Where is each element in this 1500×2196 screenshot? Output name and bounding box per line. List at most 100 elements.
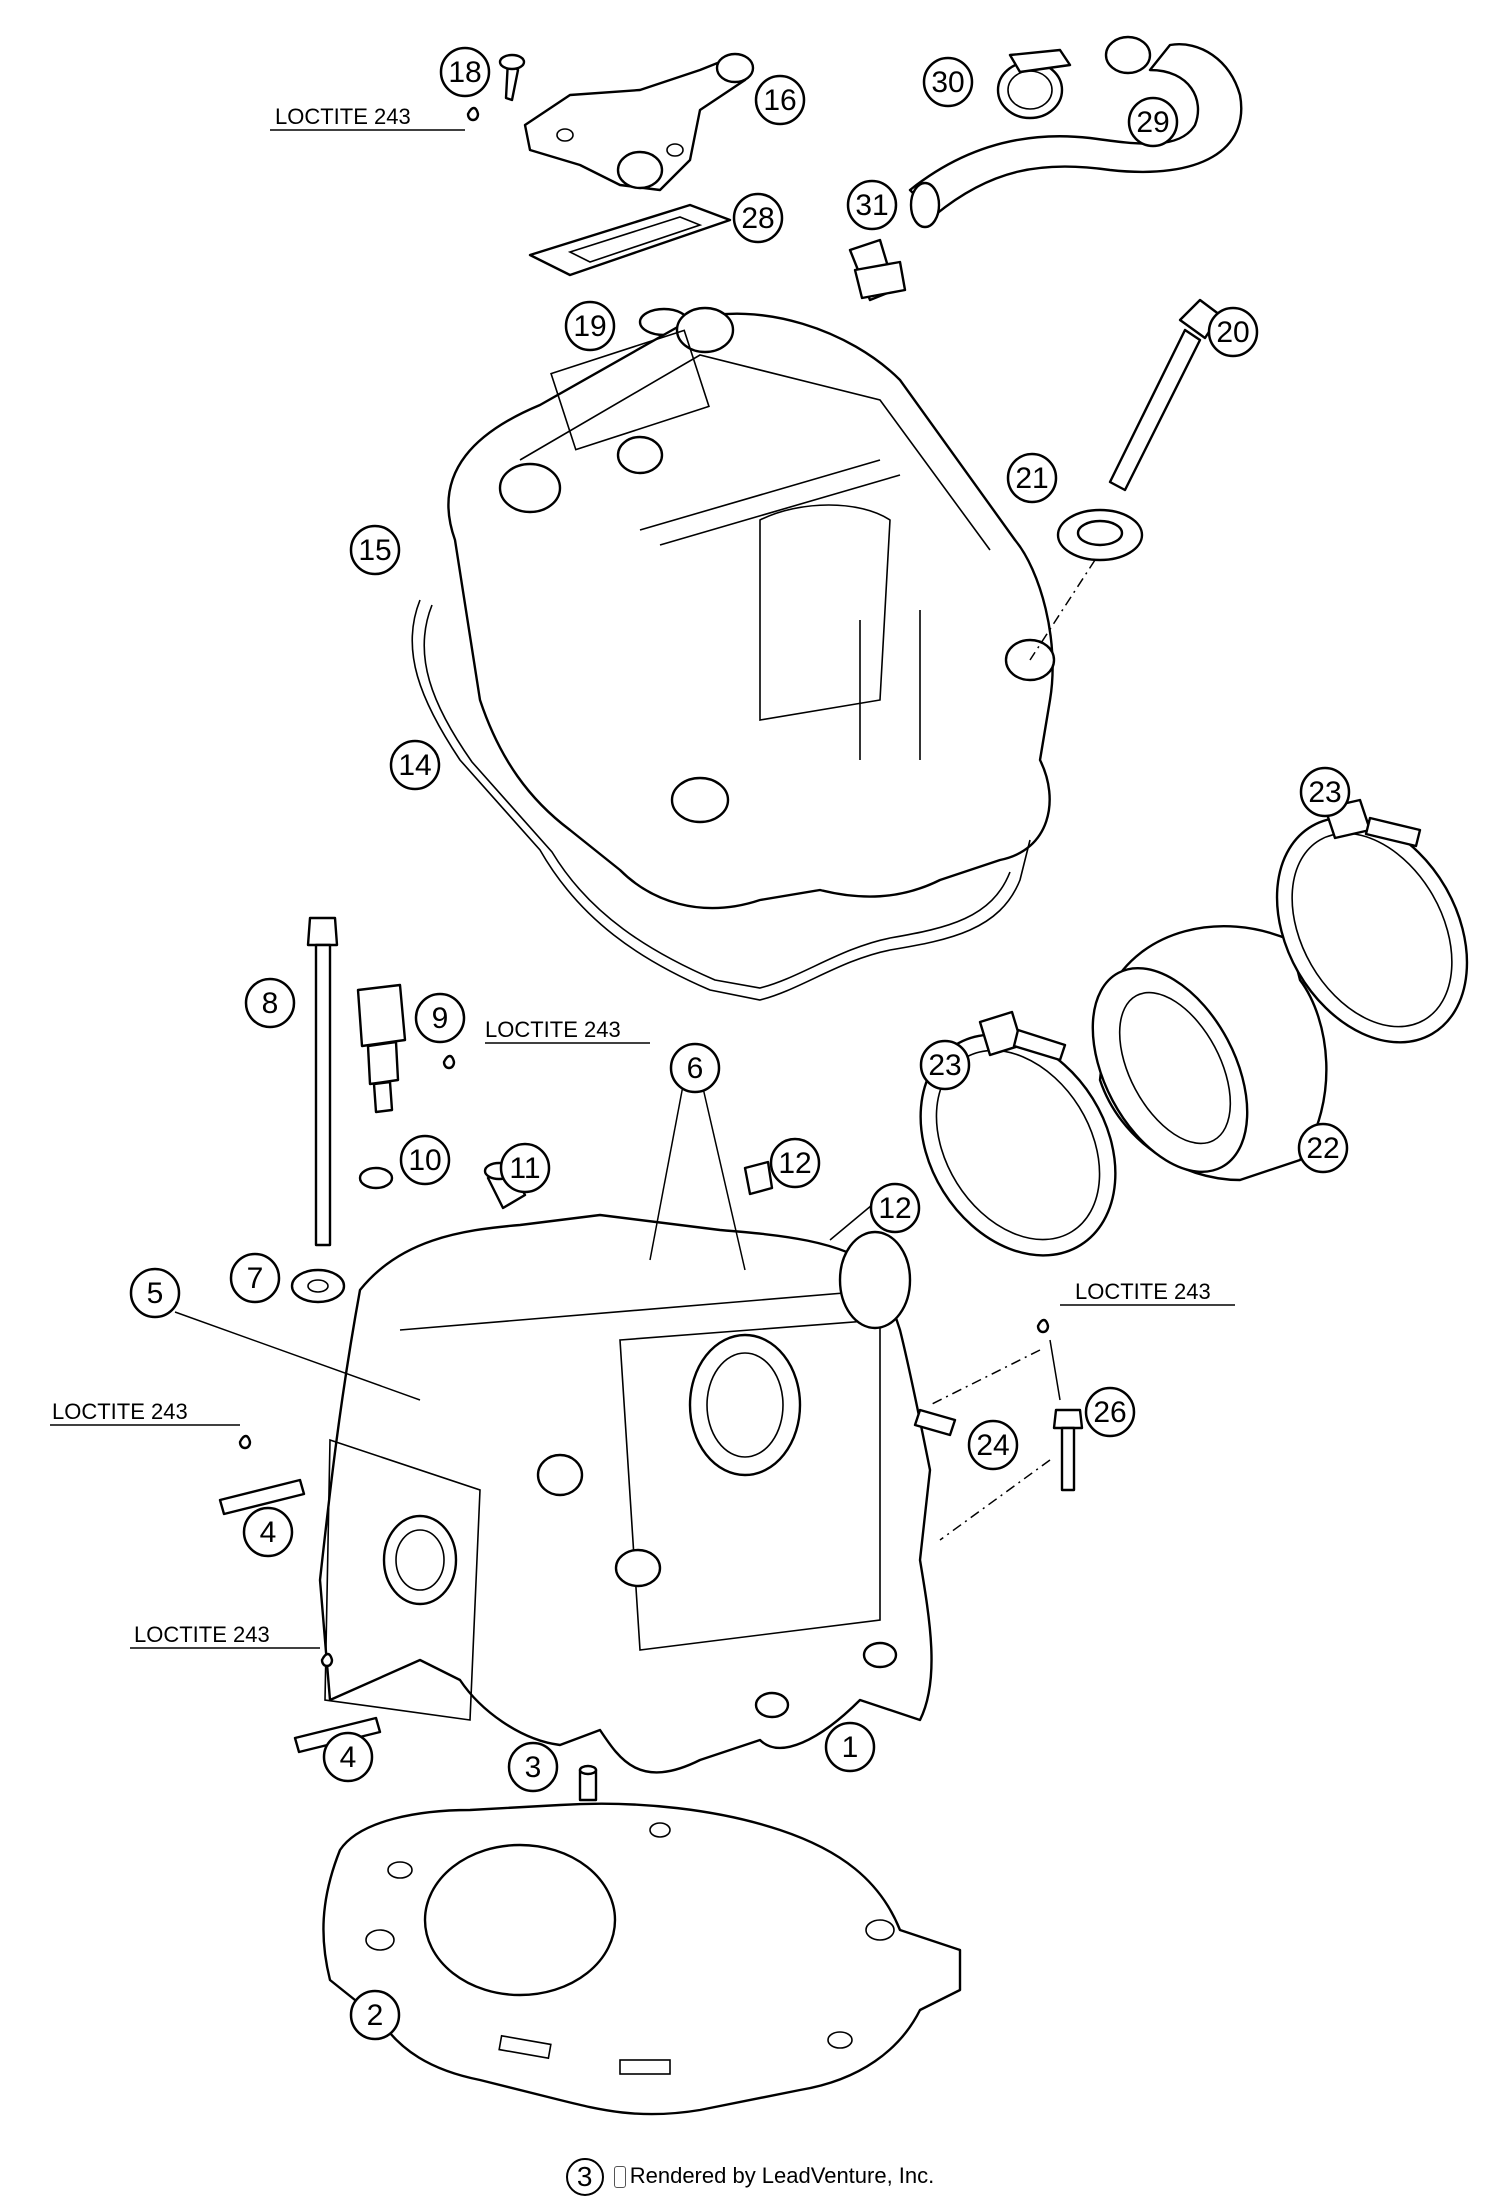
- loctite-note-5: LOCTITE 243: [1075, 1279, 1211, 1304]
- plug-12: [743, 1160, 774, 1196]
- callout-16: 16: [754, 74, 806, 126]
- callout-circle: [349, 1989, 401, 2041]
- callout-circle: [1207, 306, 1259, 358]
- callout-circle: [389, 739, 441, 791]
- callout-circle: [507, 1741, 559, 1793]
- callout-26: 26: [1084, 1386, 1136, 1438]
- callout-circle: [244, 977, 296, 1029]
- callout-label: 30: [931, 66, 964, 99]
- cylinder-head: [318, 1213, 933, 1774]
- callout-label: 16: [763, 84, 796, 117]
- callout-label: 10: [408, 1144, 441, 1177]
- callout-label: 6: [687, 1052, 704, 1085]
- callout-10: 10: [399, 1134, 451, 1186]
- callout-label: 12: [878, 1192, 911, 1225]
- callout-28: 28: [732, 192, 784, 244]
- footer-credit: Rendered by LeadVenture, Inc.: [629, 2162, 935, 2188]
- callout-4: 4: [322, 1731, 374, 1783]
- callout-label: 21: [1015, 462, 1048, 495]
- loctite-note-2: LOCTITE 243: [485, 1017, 621, 1042]
- callout-circle: [824, 1721, 876, 1773]
- sealing-washer-21: [1056, 508, 1144, 562]
- callout-6: 6: [669, 1042, 721, 1094]
- callout-1: 1: [824, 1721, 876, 1773]
- coolant-hose: [908, 35, 1243, 229]
- callout-12: 12: [869, 1182, 921, 1234]
- footer: 3 Rendered by LeadVenture, Inc.: [0, 2158, 1500, 2196]
- callout-circle: [439, 46, 491, 98]
- callout-label: 19: [573, 310, 606, 343]
- bolt-26: [1052, 1408, 1084, 1492]
- callout-21: 21: [1006, 452, 1058, 504]
- bolt-24: [913, 1408, 957, 1437]
- callout-circle: [1127, 96, 1179, 148]
- callout-label: 4: [260, 1516, 277, 1549]
- callout-circle: [1299, 766, 1351, 818]
- hose-clamp-30: [996, 48, 1072, 120]
- callout-circle: [564, 300, 616, 352]
- callout-label: 28: [741, 202, 774, 235]
- callout-label: 26: [1093, 1396, 1126, 1429]
- callout-24: 24: [967, 1419, 1019, 1471]
- loctite-note-1: LOCTITE 243: [275, 104, 411, 129]
- callout-19: 19: [564, 300, 616, 352]
- callout-3: 3: [507, 1741, 559, 1793]
- callout-label: 11: [509, 1152, 540, 1185]
- callout-18: 18: [439, 46, 491, 98]
- callout-circle: [349, 524, 401, 576]
- callout-circle: [922, 56, 974, 108]
- callout-23: 23: [919, 1039, 971, 1091]
- callout-4: 4: [242, 1506, 294, 1558]
- callout-7: 7: [229, 1252, 281, 1304]
- callout-11: 11: [499, 1142, 551, 1194]
- callout-label: 24: [976, 1429, 1009, 1462]
- intake-boot: [1091, 925, 1328, 1182]
- head-gasket: [322, 1802, 962, 2116]
- callout-14: 14: [389, 739, 441, 791]
- callout-label: 20: [1216, 316, 1249, 349]
- callout-circle: [846, 179, 898, 231]
- callout-label: 14: [398, 749, 431, 782]
- callout-20: 20: [1207, 306, 1259, 358]
- callout-label: 5: [147, 1277, 164, 1310]
- callout-label: 23: [1308, 776, 1341, 809]
- callout-9: 9: [414, 992, 466, 1044]
- callout-15: 15: [349, 524, 401, 576]
- housing-gasket: [528, 203, 732, 277]
- clamp-23-lower: [919, 1010, 1117, 1257]
- clamp-23-upper: [1275, 798, 1469, 1044]
- callout-30: 30: [922, 56, 974, 108]
- sensor-31: [848, 238, 907, 302]
- callout-2: 2: [349, 1989, 401, 2041]
- callout-circle: [754, 74, 806, 126]
- callout-label: 29: [1136, 106, 1169, 139]
- callout-label: 12: [778, 1147, 811, 1180]
- callout-5: 5: [129, 1267, 181, 1319]
- stud-bolt-8: [306, 916, 339, 1247]
- loctite-drops: [238, 106, 1050, 1668]
- valve-cover: [447, 306, 1056, 910]
- callout-8: 8: [244, 977, 296, 1029]
- callout-circle: [1006, 452, 1058, 504]
- callout-label: 15: [358, 534, 391, 567]
- callout-circle: [229, 1252, 281, 1304]
- washer-7: [290, 1268, 346, 1304]
- loctite-note-4: LOCTITE 243: [134, 1622, 270, 1647]
- dowel-3: [578, 1764, 598, 1802]
- callout-circle: [669, 1042, 721, 1094]
- callout-circle: [399, 1134, 451, 1186]
- callout-label: 18: [448, 56, 481, 89]
- footer-ref-callout: 3: [565, 2158, 604, 2196]
- callout-label: 23: [928, 1049, 961, 1082]
- callout-circle: [414, 992, 466, 1044]
- stud-4-upper: [218, 1478, 306, 1516]
- leader-lines: [50, 129, 1235, 1649]
- callout-23: 23: [1299, 766, 1351, 818]
- callout-circle: [1084, 1386, 1136, 1438]
- callout-circle: [967, 1419, 1019, 1471]
- loctite-note-3: LOCTITE 243: [52, 1399, 188, 1424]
- temperature-sensor-9: [356, 983, 407, 1114]
- callout-label: 1: [842, 1731, 859, 1764]
